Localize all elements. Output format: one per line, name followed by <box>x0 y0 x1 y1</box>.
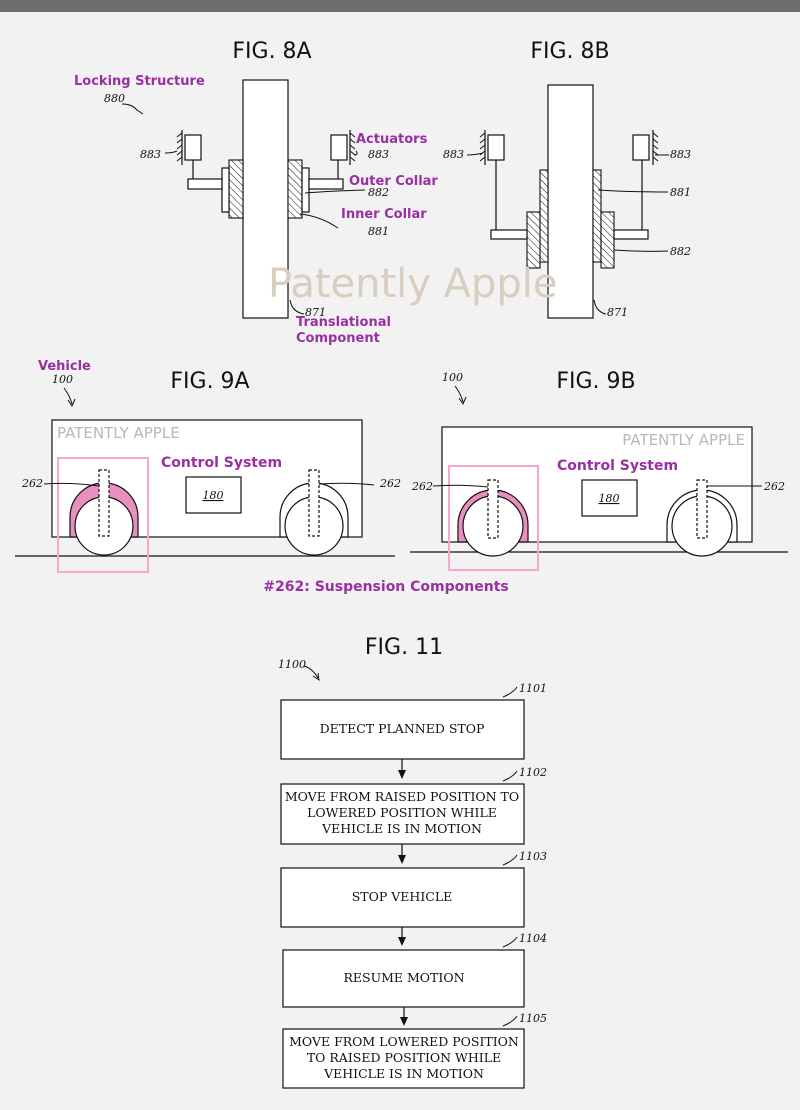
highlight-box-9a <box>57 457 149 573</box>
suspension-right-9a <box>308 469 320 537</box>
actuator-right <box>330 134 348 161</box>
ref-881-8a: 881 <box>368 225 389 238</box>
control-system-box-9a <box>185 476 242 514</box>
translational-label-line1: Translational <box>296 315 391 330</box>
inner-collar-right-8b <box>592 169 602 263</box>
actuator-left <box>184 134 202 161</box>
fig-8a-title: FIG. 8A <box>232 39 311 64</box>
ref-262-left-9a: 262 <box>21 477 43 490</box>
actuators-label: Actuators <box>356 132 428 147</box>
actuator-left-8b <box>487 134 505 161</box>
step-box-3 <box>280 867 525 928</box>
vehicle-label: Vehicle <box>38 359 91 374</box>
ref-883-left-8a: 883 <box>140 148 161 161</box>
ref-100-9a: 100 <box>52 373 73 386</box>
step-box-5 <box>282 1028 525 1089</box>
inner-collar-left <box>228 159 244 219</box>
translational-component-shaft <box>242 79 289 319</box>
ref-262-right-9a: 262 <box>379 477 401 490</box>
ref-880: 880 <box>104 92 125 105</box>
ref-1100: 1100 <box>278 658 306 671</box>
inner-collar-left-8b <box>539 169 549 263</box>
suspension-left-9a <box>98 469 110 537</box>
ref-883-left-8b: 883 <box>443 148 464 161</box>
fig-8b-title: FIG. 8B <box>530 39 609 64</box>
watermark-9b: PATENTLY APPLE <box>622 431 745 449</box>
translational-label-line2: Component <box>296 331 380 346</box>
ref-180-9a: 180 <box>203 489 224 502</box>
ref-1104: 1104 <box>519 932 547 945</box>
fig-8b: FIG. 8B 883 883 881 882 871 <box>443 39 691 319</box>
ref-871-8a: 871 <box>305 306 326 319</box>
ref-882-8a: 882 <box>368 186 389 199</box>
fig-9a-title: FIG. 9A <box>170 369 249 394</box>
step-5-line-3: VEHICLE IS IN MOTION <box>323 1066 484 1081</box>
actuator-arm-left-8b <box>490 229 528 240</box>
outer-collar-left-8b <box>526 211 541 269</box>
step-box-1 <box>280 699 525 760</box>
locking-structure-label: Locking Structure <box>74 74 205 89</box>
step-2-line-3: VEHICLE IS IN MOTION <box>321 821 482 836</box>
fig-9a: FIG. 9A Vehicle 100 PATENTLY APPLE 180 C… <box>15 359 401 573</box>
ref-883-right-8a: 883 <box>368 148 389 161</box>
suspension-right-9b <box>696 479 708 539</box>
outer-collar-right <box>301 167 310 213</box>
fig-11-title: FIG. 11 <box>365 635 443 660</box>
ref-1103: 1103 <box>519 850 547 863</box>
ref-1102: 1102 <box>519 766 547 779</box>
suspension-left-9b <box>487 479 499 539</box>
ref-262-left-9b: 262 <box>411 480 433 493</box>
step-1-line-1: DETECT PLANNED STOP <box>320 721 485 736</box>
ref-882-8b: 882 <box>670 245 691 258</box>
ref-883-right-8b: 883 <box>670 148 691 161</box>
outer-collar-label: Outer Collar <box>349 174 438 189</box>
fig-9b-title: FIG. 9B <box>556 369 635 394</box>
outer-collar-right-8b <box>600 211 615 269</box>
outer-collar-left <box>221 167 230 213</box>
step-4-line-1: RESUME MOTION <box>343 970 464 985</box>
fig-11: FIG. 11 1100 DETECT PLANNED STOP 1101 MO… <box>278 635 547 1089</box>
step-3-line-1: STOP VEHICLE <box>352 889 453 904</box>
actuator-arm-right-8b <box>613 229 649 240</box>
actuator-right-8b <box>632 134 650 161</box>
actuator-arm-left <box>187 178 223 190</box>
control-system-box-9b <box>581 479 638 517</box>
control-system-label-9a: Control System <box>161 455 282 471</box>
step-5-line-2: TO RAISED POSITION WHILE <box>307 1050 501 1065</box>
ref-1101: 1101 <box>519 682 547 695</box>
step-5-line-1: MOVE FROM LOWERED POSITION <box>289 1034 519 1049</box>
ref-881-8b: 881 <box>670 186 691 199</box>
inner-collar-right <box>287 159 303 219</box>
suspension-caption: #262: Suspension Components <box>263 579 508 595</box>
fig-9b: FIG. 9B 100 PATENTLY APPLE 180 Control S… <box>410 369 788 571</box>
translational-component-shaft-8b <box>547 84 594 319</box>
control-system-label-9b: Control System <box>557 458 678 474</box>
inner-collar-label: Inner Collar <box>341 207 427 222</box>
step-box-4 <box>282 949 525 1008</box>
ref-100-9b: 100 <box>442 371 463 384</box>
fig-8a: FIG. 8A Locking Structure 880 883 <box>74 39 438 346</box>
watermark-9a: PATENTLY APPLE <box>57 424 180 442</box>
watermark: Patently Apple <box>268 261 558 307</box>
ref-180-9b: 180 <box>599 492 620 505</box>
ref-262-right-9b: 262 <box>763 480 785 493</box>
top-bar <box>0 0 800 12</box>
step-2-line-2: LOWERED POSITION WHILE <box>307 805 497 820</box>
ref-1105: 1105 <box>519 1012 547 1025</box>
step-box-2 <box>280 783 525 845</box>
step-2-line-1: MOVE FROM RAISED POSITION TO <box>285 789 519 804</box>
ref-871-8b: 871 <box>607 306 628 319</box>
actuator-arm-right <box>308 178 344 190</box>
highlight-box-9b <box>448 465 539 571</box>
